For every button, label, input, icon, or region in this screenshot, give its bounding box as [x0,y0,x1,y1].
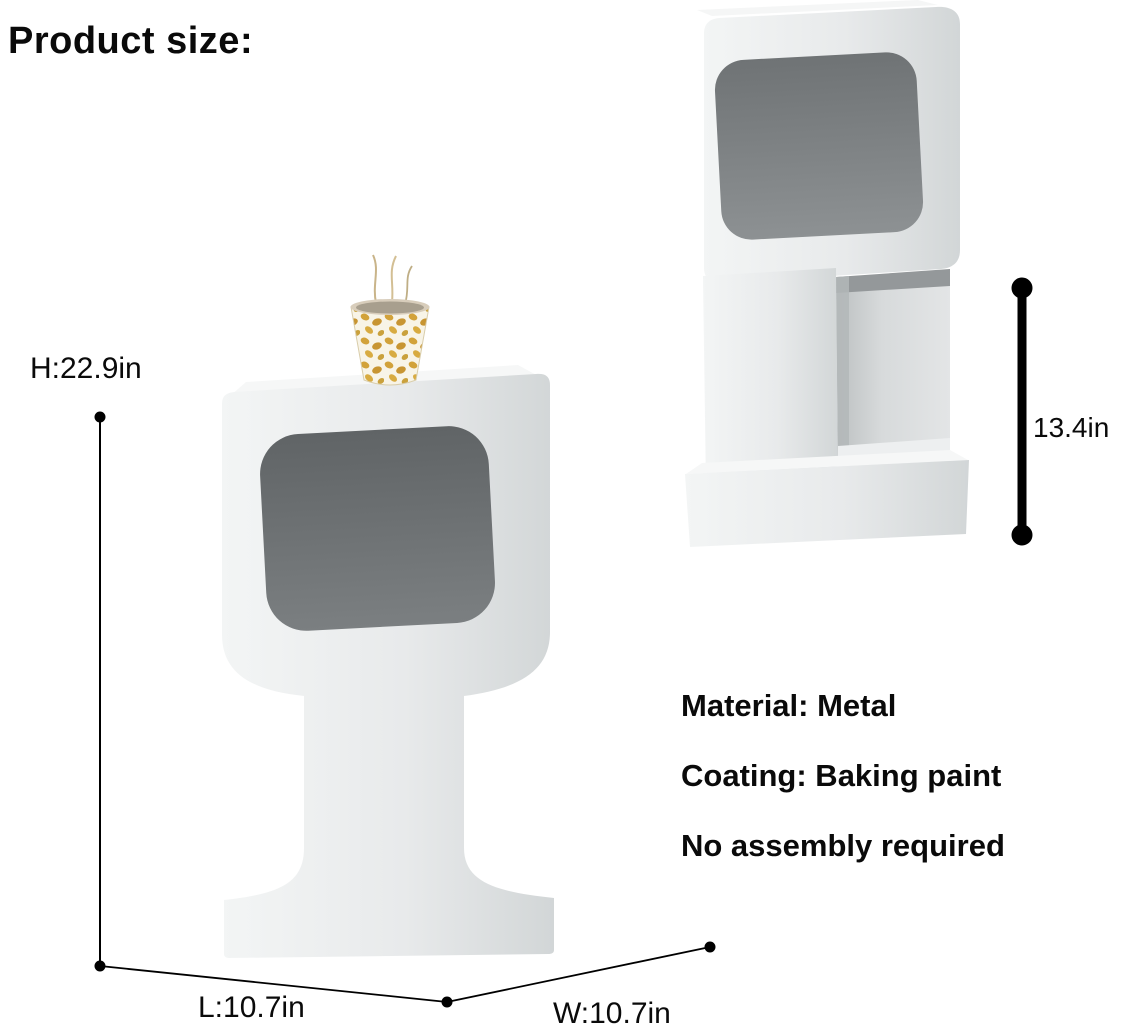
length-label: L:10.7in [198,991,305,1024]
base-front-face [685,460,969,547]
side-table-front-view [222,254,554,958]
spec-assembly: No assembly required [681,828,1005,863]
cup-sprig [404,265,413,305]
width-dimension-line [446,941,716,1003]
cup-interior [356,301,424,314]
table-leg [703,268,838,490]
cup-sprig [390,255,397,303]
height-label: H:22.9in [30,352,142,385]
table-opening [714,52,924,240]
opening-height-dimension-line [1011,277,1033,546]
dimension-dot [1011,524,1033,546]
spec-coating: Coating: Baking paint [681,758,1002,793]
side-table-angle-view [685,0,969,547]
width-label: W:10.7in [553,997,671,1024]
cup-sprig [372,254,377,304]
shelf-back-panel [836,286,950,477]
dimension-line [446,946,711,1003]
page-title: Product size: [8,20,254,62]
height-dimension-line [94,411,106,972]
tabletop-surface [697,0,938,16]
shelf-side-shadow [836,276,849,477]
table-opening [260,426,495,631]
dimension-line [99,965,448,1003]
base-top-surface [686,450,968,474]
cup-body [350,306,430,386]
spec-material: Material: Metal [681,688,897,723]
dimension-dot [704,941,716,953]
coffee-cup [350,254,430,386]
opening-height-label: 13.4in [1033,412,1110,443]
